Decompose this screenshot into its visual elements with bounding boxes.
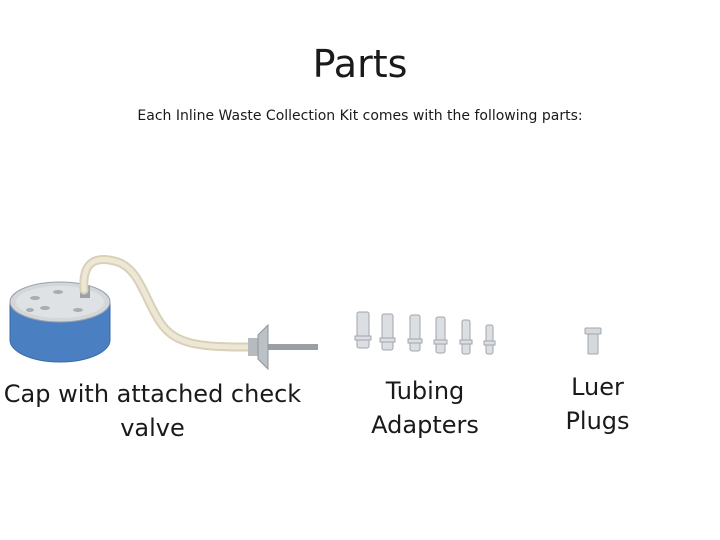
label-line-2: valve (120, 414, 185, 442)
label-line-2: Plugs (565, 407, 630, 435)
tubing-adapters-image (354, 311, 496, 355)
slide-title: Parts (312, 42, 408, 86)
label-cap-with-check-valve: Cap with attached check valve (0, 377, 305, 445)
cap-with-check-valve-image (9, 254, 318, 371)
label-tubing-adapters: Tubing Adapters (350, 374, 500, 442)
label-line-2: Adapters (371, 411, 479, 439)
label-line-1: Cap with attached check (3, 380, 302, 408)
label-line-1: Tubing (385, 377, 465, 405)
luer-plug-image (584, 327, 602, 355)
slide-subtitle: Each Inline Waste Collection Kit comes w… (137, 108, 583, 124)
label-luer-plugs: Luer Plugs (540, 370, 655, 438)
label-line-1: Luer (571, 373, 624, 401)
